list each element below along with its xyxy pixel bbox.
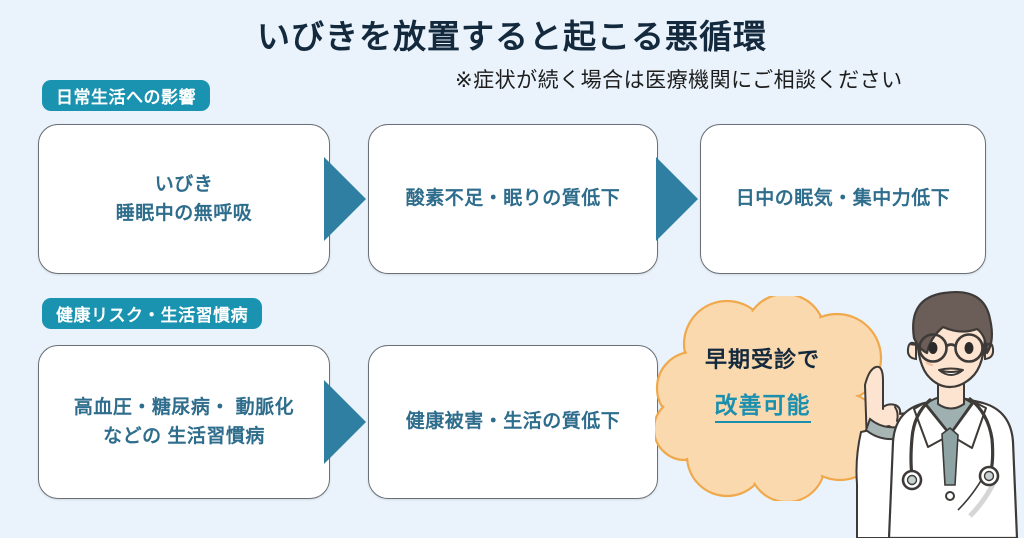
triangle-right-icon [324, 157, 366, 241]
flow-box-daytime-sleepiness: 日中の眠気・集中力低下 [700, 124, 986, 274]
page-subtitle: ※症状が続く場合は医療機関にご相談ください [455, 69, 903, 92]
callout-cloud: 早期受診で 改善可能 [655, 296, 905, 501]
flow-box-health-damage: 健康被害・生活の質低下 [368, 345, 658, 499]
cloud-callout-icon [655, 296, 886, 501]
flow-box-lifestyle-disease: 高血圧・糖尿病・ 動脈化 などの 生活習慣病 [38, 345, 330, 499]
flow-box-snoring: いびき 睡眠中の無呼吸 [38, 124, 330, 274]
flow-box-label: 日中の眠気・集中力低下 [735, 188, 951, 210]
doctor-illustration [838, 282, 1024, 538]
callout-line-1: 早期受診で [704, 347, 820, 372]
callout-text-group: 早期受診で 改善可能 [655, 342, 870, 423]
flow-box-label: 高血圧・糖尿病・ 動脈化 などの 生活習慣病 [73, 396, 295, 447]
doctor-pointing-icon [855, 291, 1019, 538]
flow-box-oxygen-deficit: 酸素不足・眠りの質低下 [368, 124, 658, 274]
triangle-right-icon [324, 380, 366, 464]
triangle-right-icon [656, 157, 698, 241]
callout-line-2: 改善可能 [714, 386, 811, 423]
flow-box-label: 健康被害・生活の質低下 [405, 411, 621, 433]
section-badge-daily-life: 日常生活への影響 [42, 80, 210, 111]
section-badge-health-risk: 健康リスク・生活習慣病 [42, 298, 263, 329]
flow-box-label: いびき 睡眠中の無呼吸 [115, 173, 253, 224]
flow-box-label: 酸素不足・眠りの質低下 [405, 188, 621, 210]
page-title: いびきを放置すると起こる悪循環 [257, 18, 767, 55]
